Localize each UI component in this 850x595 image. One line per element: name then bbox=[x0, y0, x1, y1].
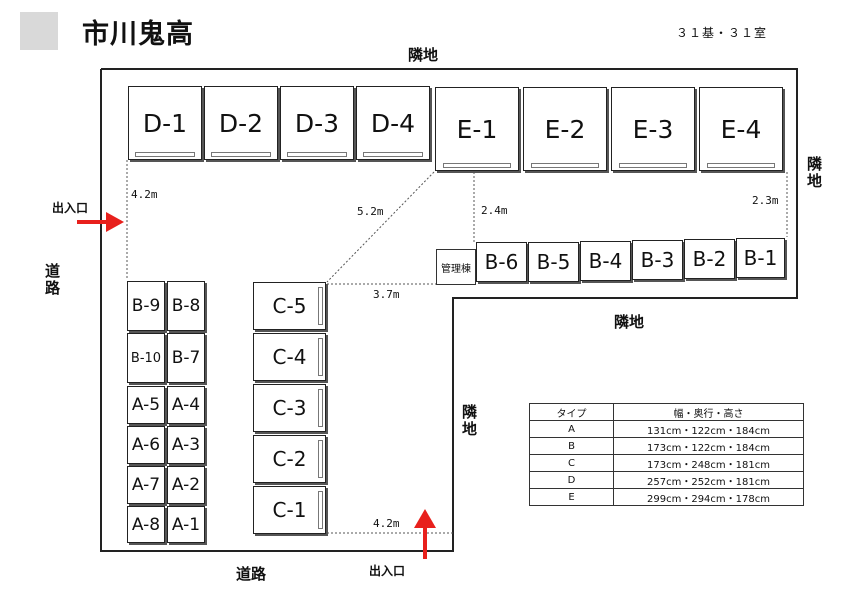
unit-b1[interactable]: B-1 bbox=[736, 238, 785, 278]
unit-e4[interactable]: E-4 bbox=[699, 87, 783, 171]
unit-c5[interactable]: C-5 bbox=[253, 282, 326, 330]
unit-a2[interactable]: A-2 bbox=[167, 466, 205, 504]
table-cell-type: B bbox=[529, 437, 614, 455]
table-row: C 173cm・248cm・181cm bbox=[529, 454, 804, 472]
unit-b10[interactable]: B-10 bbox=[127, 333, 165, 383]
road-label-bottom: 道路 bbox=[236, 565, 267, 583]
table-cell-size: 173cm・248cm・181cm bbox=[613, 454, 804, 472]
table-row: D 257cm・252cm・181cm bbox=[529, 471, 804, 489]
unit-a4[interactable]: A-4 bbox=[167, 386, 205, 424]
logo-placeholder bbox=[20, 12, 58, 50]
unit-d4[interactable]: D-4 bbox=[356, 86, 430, 160]
unit-c4[interactable]: C-4 bbox=[253, 333, 326, 381]
neighbor-label-center: 隣地 bbox=[460, 404, 478, 438]
table-row: A 131cm・122cm・184cm bbox=[529, 420, 804, 438]
unit-a1[interactable]: A-1 bbox=[167, 506, 205, 543]
table-cell-size: 173cm・122cm・184cm bbox=[613, 437, 804, 455]
table-row: E 299cm・294cm・178cm bbox=[529, 488, 804, 506]
unit-d2[interactable]: D-2 bbox=[204, 86, 278, 160]
unit-b5[interactable]: B-5 bbox=[528, 242, 579, 282]
table-cell-type: E bbox=[529, 488, 614, 506]
unit-d1[interactable]: D-1 bbox=[128, 86, 202, 160]
entrance-label-left: 出入口 bbox=[52, 201, 89, 215]
unit-c2[interactable]: C-2 bbox=[253, 435, 326, 483]
unit-a3[interactable]: A-3 bbox=[167, 426, 205, 464]
neighbor-label-mid: 隣地 bbox=[614, 313, 645, 331]
site-boundary bbox=[100, 68, 798, 552]
table-cell-type: C bbox=[529, 454, 614, 472]
unit-b7[interactable]: B-7 bbox=[167, 333, 205, 383]
distance-label: 5.2m bbox=[357, 205, 384, 218]
table-cell-size: 299cm・294cm・178cm bbox=[613, 488, 804, 506]
page-title: 市川鬼高 bbox=[82, 19, 194, 50]
unit-size-table: タイプ 幅・奥行・高さ A 131cm・122cm・184cm B 173cm・… bbox=[529, 403, 804, 506]
unit-b3[interactable]: B-3 bbox=[632, 240, 683, 280]
table-header-size: 幅・奥行・高さ bbox=[613, 403, 804, 421]
distance-label: 4.2m bbox=[373, 517, 400, 530]
table-row: B 173cm・122cm・184cm bbox=[529, 437, 804, 455]
table-cell-type: D bbox=[529, 471, 614, 489]
distance-label: 3.7m bbox=[373, 288, 400, 301]
table-cell-type: A bbox=[529, 420, 614, 438]
table-cell-size: 257cm・252cm・181cm bbox=[613, 471, 804, 489]
unit-a7[interactable]: A-7 bbox=[127, 466, 165, 504]
distance-label: 2.4m bbox=[481, 204, 508, 217]
office-building: 管理棟 bbox=[436, 249, 476, 285]
table-cell-size: 131cm・122cm・184cm bbox=[613, 420, 804, 438]
unit-count: ３１基・３１室 bbox=[676, 26, 768, 40]
entrance-arrow-left bbox=[77, 212, 124, 232]
unit-b4[interactable]: B-4 bbox=[580, 241, 631, 281]
distance-label: 2.3m bbox=[752, 194, 779, 207]
unit-b6[interactable]: B-6 bbox=[476, 242, 527, 282]
unit-e2[interactable]: E-2 bbox=[523, 87, 607, 171]
unit-a5[interactable]: A-5 bbox=[127, 386, 165, 424]
unit-d3[interactable]: D-3 bbox=[280, 86, 354, 160]
table-header-row: タイプ 幅・奥行・高さ bbox=[529, 403, 804, 421]
entrance-arrow-bottom bbox=[414, 509, 436, 559]
distance-label: 4.2m bbox=[131, 188, 158, 201]
unit-a8[interactable]: A-8 bbox=[127, 506, 165, 543]
unit-b2[interactable]: B-2 bbox=[684, 239, 735, 279]
road-label-left: 道路 bbox=[43, 263, 61, 297]
unit-c3[interactable]: C-3 bbox=[253, 384, 326, 432]
unit-e3[interactable]: E-3 bbox=[611, 87, 695, 171]
unit-a6[interactable]: A-6 bbox=[127, 426, 165, 464]
neighbor-label-right: 隣地 bbox=[805, 156, 823, 190]
neighbor-label-top: 隣地 bbox=[408, 46, 439, 64]
table-header-type: タイプ bbox=[529, 403, 614, 421]
unit-b8[interactable]: B-8 bbox=[167, 281, 205, 331]
dotted-guide bbox=[326, 171, 435, 283]
unit-c1[interactable]: C-1 bbox=[253, 486, 326, 534]
unit-b9[interactable]: B-9 bbox=[127, 281, 165, 331]
entrance-label-bottom: 出入口 bbox=[369, 564, 406, 578]
unit-e1[interactable]: E-1 bbox=[435, 87, 519, 171]
